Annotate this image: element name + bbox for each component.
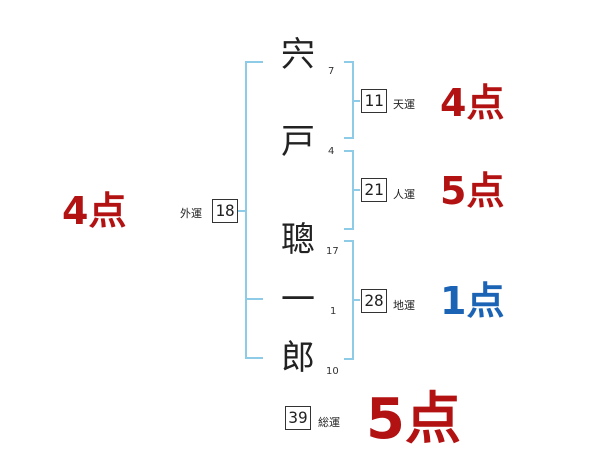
ten-value-box: 11 [361,89,387,113]
name-char-5: 郎 [281,338,315,378]
chi-bracket-stub [352,299,360,301]
jin-bracket-top [344,150,354,152]
stroke-count-1: 7 [328,66,335,77]
gai-value-box: 18 [212,199,238,223]
name-char-4: 一 [281,280,315,320]
chi-score: 1点 [440,279,505,323]
jin-bracket-bottom [344,228,354,230]
gai-score: 4点 [62,189,127,233]
ten-bracket-bottom [344,137,354,139]
jin-value-box: 21 [361,178,387,202]
stroke-count-4: 1 [330,306,337,317]
gai-label: 外運 [180,207,202,220]
ten-score: 4点 [440,81,505,125]
ten-bracket-stub [352,100,360,102]
total-value-box: 39 [285,406,311,430]
name-char-3: 聰 [281,220,315,260]
stroke-count-2: 4 [328,146,335,157]
chi-bracket-top [344,240,354,242]
outer-bracket-top [245,61,263,63]
outer-bracket-divider [245,298,263,300]
jin-bracket-stub [352,189,360,191]
outer-bracket-vertical [245,61,247,359]
ten-label: 天運 [393,98,415,111]
jin-label: 人運 [393,188,415,201]
outer-bracket-stub [238,210,246,212]
chi-bracket-bottom [344,358,354,360]
jin-score: 5点 [440,169,505,213]
stroke-count-5: 10 [326,366,339,377]
stroke-count-3: 17 [326,246,339,257]
chi-value-box: 28 [361,289,387,313]
total-score: 5点 [366,387,461,452]
chi-label: 地運 [393,299,415,312]
outer-bracket-bottom [245,357,263,359]
name-char-2: 戸 [281,122,315,162]
total-label: 総運 [318,416,340,429]
ten-bracket-top [344,61,354,63]
name-char-1: 宍 [281,35,315,75]
